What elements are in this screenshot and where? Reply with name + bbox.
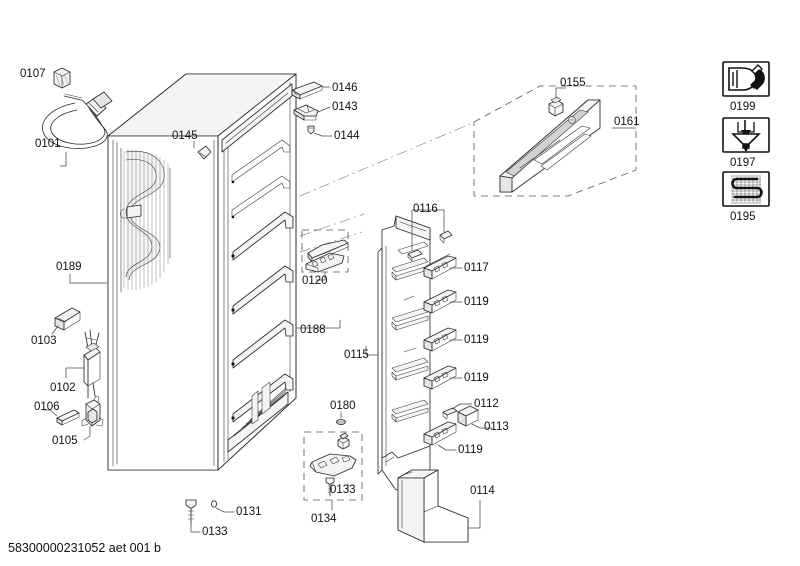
- part-0117-shelf-rail: [423, 253, 457, 280]
- callout-0112: 0112: [474, 398, 499, 410]
- leader-0105: [83, 425, 91, 441]
- part-0107-connector-block: [53, 67, 71, 89]
- part-0119-shelf-rail-4: [423, 421, 457, 446]
- leader-0188: [295, 319, 341, 329]
- callout-0106: 0106: [34, 401, 60, 413]
- leader-0102: [65, 367, 85, 379]
- part-0113-end-cap-block: [457, 405, 479, 427]
- legend-number-0197: 0197: [730, 157, 756, 169]
- leader-0144: [313, 132, 333, 137]
- callout-0133a: 0133: [330, 484, 356, 496]
- part-foot-roller: [337, 432, 350, 450]
- footer-code: 58300000231052 aet 001 b: [8, 541, 161, 555]
- legend-item-0195: 0195: [722, 171, 770, 223]
- part-0105-relay-bracket: [81, 395, 104, 427]
- callout-0143: 0143: [332, 101, 358, 113]
- group-0120-light-assembly: [301, 229, 349, 273]
- leader-0113: [471, 423, 493, 429]
- part-0145-top-clip: [197, 145, 212, 160]
- part-0133-screw: [325, 477, 335, 497]
- legend-item-0197: 0197: [722, 117, 770, 169]
- door-wrench-icon: [728, 64, 765, 91]
- callout-0134: 0134: [311, 513, 337, 525]
- part-0119-shelf-rail-1: [423, 289, 457, 314]
- callout-0161: 0161: [614, 116, 640, 128]
- part-0119-shelf-rail-3: [423, 365, 457, 390]
- callout-0115: 0115: [344, 349, 369, 361]
- part-0116-clip-left: [407, 249, 423, 262]
- callout-0116: 0116: [413, 203, 438, 215]
- part-0144-hinge-pin: [307, 125, 315, 135]
- callout-0105: 0105: [52, 435, 78, 447]
- callout-0107: 0107: [20, 68, 46, 80]
- leader-0112: [451, 403, 473, 410]
- legend-number-0199: 0199: [730, 101, 756, 113]
- funnel-defrost-icon: [731, 120, 761, 151]
- callout-0101: 0101: [35, 138, 61, 150]
- explode-line-c: [299, 213, 365, 237]
- callout-0131: 0131: [236, 506, 262, 518]
- part-0189-cabinet-body: [107, 73, 297, 471]
- part-0131-base-plug: [210, 500, 218, 508]
- callout-0145: 0145: [172, 130, 198, 142]
- leader-0103: [51, 325, 59, 335]
- callout-0120: 0120: [302, 275, 328, 287]
- part-0102-sensor: [83, 329, 101, 399]
- leader-0131: [215, 507, 235, 513]
- callout-0103: 0103: [31, 335, 57, 347]
- callout-0113: 0113: [484, 421, 509, 433]
- part-0119-shelf-rail-2: [423, 327, 457, 352]
- explode-line-a: [299, 123, 471, 197]
- condenser-coil: [120, 147, 171, 293]
- leader-0133-base: [190, 523, 201, 533]
- part-0101-power-cord: [42, 91, 113, 149]
- leader-0155: [555, 87, 567, 99]
- part-0103-capacitor: [54, 307, 81, 331]
- callout-0114: 0114: [470, 485, 495, 497]
- evaporator-coil-icon: [731, 175, 763, 204]
- leader-0114: [467, 499, 481, 529]
- part-0180-cap-plug: [336, 419, 346, 425]
- callout-0119b: 0119: [464, 334, 489, 346]
- callout-0146: 0146: [332, 82, 358, 94]
- callout-0102: 0102: [50, 382, 76, 394]
- group-0134-foot-assembly: [303, 431, 363, 501]
- part-0133-leveling-foot: [185, 499, 197, 525]
- callout-0119c: 0119: [464, 372, 489, 384]
- leader-0143: [317, 106, 331, 113]
- legend-item-0199: 0199: [722, 61, 770, 113]
- callout-0188: 0188: [300, 324, 326, 336]
- callout-0133b: 0133: [202, 526, 228, 538]
- leader-0106: [43, 409, 58, 417]
- part-0106-flat-clip: [56, 409, 80, 426]
- callout-0117: 0117: [464, 262, 489, 274]
- explode-line-b: [299, 231, 363, 253]
- part-0143-hinge: [293, 104, 319, 121]
- callout-0119a: 0119: [464, 296, 489, 308]
- cabinet-interior-0188: [217, 73, 297, 471]
- leader-0115: [365, 345, 379, 356]
- part-0115-door-liner: [377, 215, 431, 491]
- callout-0180: 0180: [330, 400, 356, 412]
- part-base-plate: [309, 453, 357, 477]
- callout-0189: 0189: [56, 261, 82, 273]
- callout-0119d: 0119: [458, 444, 483, 456]
- leader-0120: [315, 271, 326, 281]
- group-0161-control-panel: [473, 85, 637, 197]
- legend-number-0195: 0195: [730, 211, 756, 223]
- leader-0101: [59, 151, 67, 167]
- part-0116-clip-right: [439, 230, 453, 244]
- callout-0155: 0155: [560, 77, 586, 89]
- part-0146-hinge-cover: [291, 81, 323, 100]
- part-0155-panel-switch: [548, 96, 564, 117]
- part-0114-bottom-bin: [397, 469, 469, 543]
- part-0112-retainer-clip: [442, 407, 458, 420]
- leader-0116: [411, 209, 445, 251]
- callout-0144: 0144: [334, 130, 360, 142]
- leader-0119-4: [437, 444, 457, 451]
